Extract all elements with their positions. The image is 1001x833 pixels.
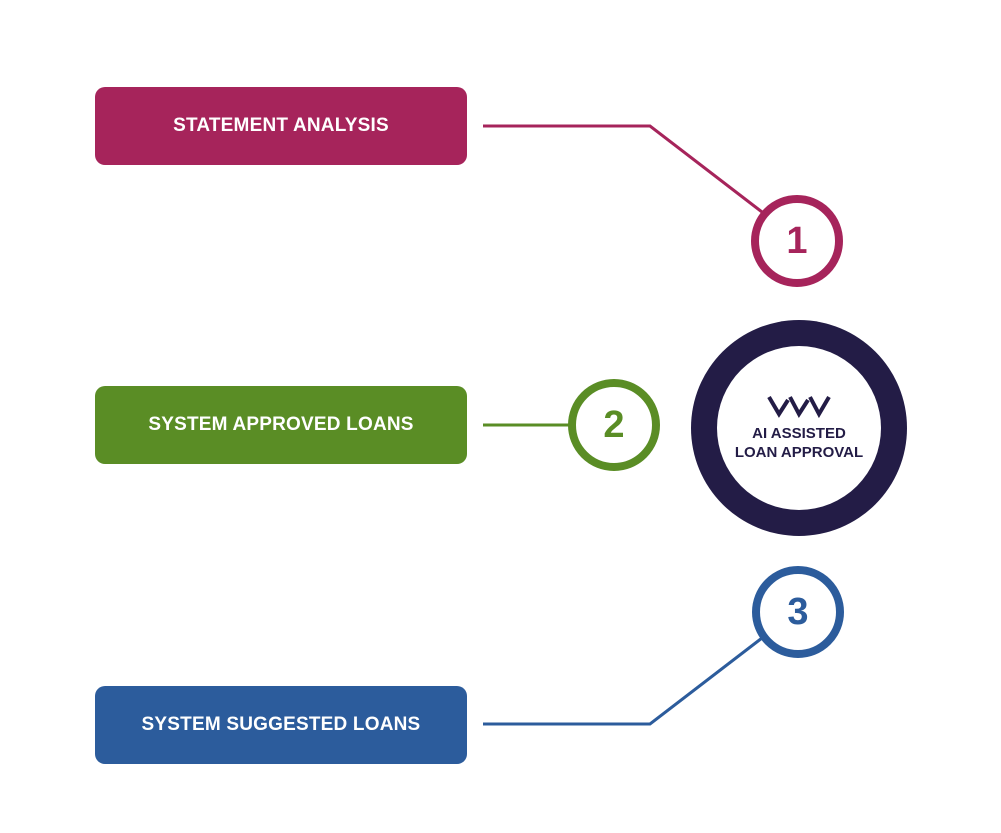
- step-2-number: 2: [603, 403, 625, 446]
- connector-line-3: [483, 636, 763, 726]
- step-1-number-circle: 1: [751, 195, 843, 287]
- step-2-number-circle: 2: [568, 379, 660, 471]
- statement-analysis-box: STATEMENT ANALYSIS: [95, 87, 467, 165]
- connector-line-1: [483, 124, 763, 214]
- step-3-number: 3: [787, 590, 809, 633]
- step-1-number: 1: [786, 219, 808, 262]
- statement-analysis-label: STATEMENT ANALYSIS: [173, 115, 389, 136]
- system-approved-loans-box: SYSTEM APPROVED LOANS: [95, 386, 467, 464]
- system-suggested-loans-box: SYSTEM SUGGESTED LOANS: [95, 686, 467, 764]
- step-3-number-circle: 3: [752, 566, 844, 658]
- hub-title: AI ASSISTED LOAN APPROVAL: [735, 424, 863, 462]
- hub-inner-circle: AI ASSISTED LOAN APPROVAL: [717, 346, 881, 510]
- hub-title-line-2: LOAN APPROVAL: [734, 444, 864, 461]
- system-suggested-loans-label: SYSTEM SUGGESTED LOANS: [141, 714, 421, 735]
- hub-title-line-1: AI ASSISTED: [752, 425, 846, 442]
- wv-logo-icon: [767, 395, 831, 418]
- ai-loan-approval-hub: AI ASSISTED LOAN APPROVAL: [691, 320, 907, 536]
- system-approved-loans-label: SYSTEM APPROVED LOANS: [148, 414, 414, 435]
